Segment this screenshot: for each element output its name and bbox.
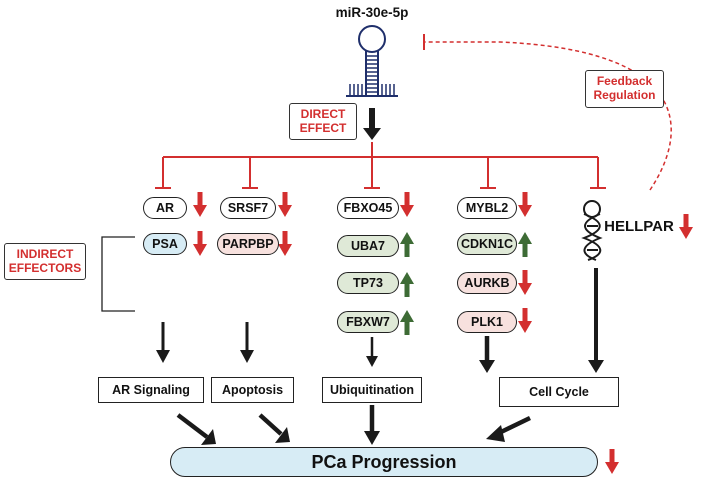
up-arrow-icon <box>518 232 532 257</box>
gene-tp73: TP73 <box>337 272 399 294</box>
indirect-line-2: EFFECTORS <box>8 260 82 275</box>
outcome-ubiquitination: Ubiquitination <box>322 377 422 403</box>
gene-ar: AR <box>143 197 187 219</box>
outcome-ar-signaling: AR Signaling <box>98 377 204 403</box>
outcome-apoptosis: Apoptosis <box>211 377 294 403</box>
down-arrow-icon <box>518 192 532 217</box>
arrow-ar-to-signaling <box>156 322 170 363</box>
down-arrow-icon <box>518 308 532 333</box>
arrow-hellpar-to-cellcycle <box>588 268 604 373</box>
gene-uba7: UBA7 <box>337 235 399 257</box>
down-arrow-icon <box>278 231 292 256</box>
arrow-cellcycle-to-pca <box>486 415 531 442</box>
mirna-title: miR-30e-5p <box>335 4 409 20</box>
down-arrow-icon <box>605 449 619 474</box>
direct-effect-line-2: EFFECT <box>299 120 347 135</box>
up-arrow-icon <box>400 232 414 257</box>
arrow-fbxw7-to-ubiquitination <box>366 337 378 367</box>
arrow-ubiquitination-to-pca <box>364 405 380 445</box>
down-arrow-icon <box>679 214 693 239</box>
arrow-signaling-to-pca <box>176 413 216 445</box>
arrow-parpbp-to-apoptosis <box>240 322 254 363</box>
gene-hellpar: HELLPAR <box>604 217 674 235</box>
dna-icon <box>581 200 603 261</box>
gene-mybl2: MYBL2 <box>457 197 517 219</box>
feedback-line-1: Feedback <box>596 74 653 89</box>
gene-fbxw7: FBXW7 <box>337 311 399 333</box>
gene-aurkb: AURKB <box>457 272 517 294</box>
gene-fbxo45: FBXO45 <box>337 197 399 219</box>
down-arrow-icon <box>278 192 292 217</box>
mirna-hairpin-icon <box>346 25 398 97</box>
gene-parpbp: PARPBP <box>217 233 279 255</box>
feedback-line-2: Regulation <box>593 88 656 102</box>
gene-cdkn1c: CDKN1C <box>457 233 517 255</box>
outcome-cell-cycle: Cell Cycle <box>499 377 619 407</box>
down-arrow-icon <box>193 192 207 217</box>
up-arrow-icon <box>400 272 414 297</box>
pca-progression: PCa Progression <box>170 447 598 477</box>
indirect-effectors-note: INDIRECT EFFECTORS <box>4 243 86 280</box>
inhibition-tree <box>155 142 606 189</box>
gene-psa: PSA <box>143 233 187 255</box>
down-arrow-icon <box>400 192 414 217</box>
down-arrow-icon <box>518 270 532 295</box>
direct-effect-note: DIRECT EFFECT <box>289 103 357 140</box>
direct-effect-line-1: DIRECT <box>300 106 346 121</box>
indirect-line-1: INDIRECT <box>16 246 74 261</box>
feedback-regulation-note: Feedback Regulation <box>585 70 664 108</box>
down-arrow-icon <box>193 231 207 256</box>
gene-plk1: PLK1 <box>457 311 517 333</box>
up-arrow-icon <box>400 310 414 335</box>
arrow-apoptosis-to-pca <box>258 413 290 443</box>
arrow-plk1-to-cellcycle <box>479 336 495 373</box>
feedback-inhibition-line <box>423 34 672 191</box>
indirect-bracket <box>101 236 135 312</box>
direct-effect-arrow <box>363 108 381 140</box>
gene-srsf7: SRSF7 <box>220 197 276 219</box>
